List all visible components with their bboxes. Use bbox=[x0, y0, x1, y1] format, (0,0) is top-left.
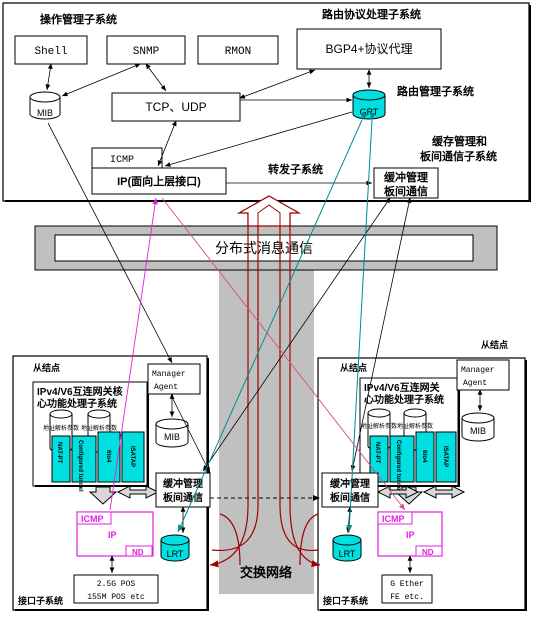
buffer-title-1: 缓存管理和 bbox=[432, 134, 487, 148]
left-manager-2: Agent bbox=[154, 383, 178, 392]
left-card-2: Configured tunnel bbox=[77, 440, 83, 492]
left-card-natpt bbox=[51, 435, 71, 483]
right-ip-stack: ICMP IP ND bbox=[377, 511, 443, 557]
main-board bbox=[2, 2, 530, 202]
right-port-2: FE etc. bbox=[390, 593, 424, 602]
ip-upper-label: IP(面向上层接口) bbox=[117, 174, 201, 188]
routing-proto-title: 路由协议处理子系统 bbox=[322, 7, 421, 21]
tcp-udp-label: TCP、UDP bbox=[145, 100, 206, 114]
left-lrt-label: LRT bbox=[167, 549, 184, 559]
bgp-box bbox=[296, 28, 442, 70]
right-mib-cylinder: MIB bbox=[461, 412, 495, 442]
snmp-box bbox=[106, 35, 186, 65]
left-lrt-cylinder: LRT bbox=[160, 534, 190, 562]
left-ip: IP bbox=[108, 530, 117, 540]
route-mgmt-title: 路由管理子系统 bbox=[397, 84, 474, 98]
buffer-title-2: 板间通信子系统 bbox=[420, 149, 497, 163]
buffer-box-2: 板间通信 bbox=[384, 184, 428, 198]
left-slave-label: 从结点 bbox=[33, 362, 60, 373]
left-card-tunnel bbox=[71, 435, 97, 483]
right-manager-2: Agent bbox=[463, 379, 487, 388]
distributed-msg-label: 分布式消息通信 bbox=[215, 240, 313, 256]
left-card-1: NAT-PT bbox=[56, 442, 62, 464]
right-core-title-2: 心功能处理子系统 bbox=[364, 393, 444, 406]
right-port-box bbox=[381, 574, 433, 604]
grt-cylinder: GRT bbox=[352, 89, 386, 120]
right-lrt-label: LRT bbox=[339, 549, 356, 559]
left-port-1: 2.5G POS bbox=[97, 580, 136, 589]
left-card-4: ISATAP bbox=[129, 446, 135, 467]
right-buf-2: 板间通信 bbox=[330, 491, 370, 504]
forward-title: 转发子系统 bbox=[268, 162, 323, 176]
long-connectors bbox=[47, 112, 412, 533]
left-card-group: NAT-PT Configured tunnel 6to4 ISATAP bbox=[51, 431, 145, 492]
left-iface-title: 接口子系统 bbox=[18, 595, 63, 606]
right-card-isatap bbox=[435, 431, 457, 483]
left-ip-stack: ICMP IP ND bbox=[76, 511, 154, 557]
left-card-3: 6to4 bbox=[105, 450, 111, 463]
right-card-6to4 bbox=[415, 431, 435, 483]
rmon-label: RMON bbox=[225, 46, 251, 58]
left-mib-cylinder: MIB bbox=[155, 418, 189, 448]
right-port-1: G Ether bbox=[390, 580, 424, 589]
left-cyl-1: 地址解析参数 bbox=[43, 424, 79, 432]
right-slave-top: 从结点 bbox=[481, 339, 508, 350]
right-fat-arrow-right bbox=[422, 485, 466, 499]
left-core-title-1: IPv4/V6互连网关核 bbox=[37, 385, 123, 398]
right-lrt-cylinder: LRT bbox=[332, 534, 362, 562]
right-iface-title: 接口子系统 bbox=[323, 595, 368, 606]
left-mib-label: MIB bbox=[164, 432, 180, 442]
left-fat-arrow-down bbox=[88, 486, 118, 505]
grt-label: GRT bbox=[360, 107, 379, 117]
left-buf-1: 缓冲管理 bbox=[162, 477, 203, 490]
right-cyl-2: 地址解析参数 bbox=[397, 422, 433, 430]
buffer-box-1: 缓冲管理 bbox=[384, 170, 428, 184]
right-fat-arrow-left bbox=[376, 485, 420, 499]
left-core-title-2: 心功能处理子系统 bbox=[37, 397, 117, 410]
rmon-box bbox=[197, 35, 279, 65]
right-buf-1: 缓冲管理 bbox=[329, 477, 370, 490]
right-ip: IP bbox=[406, 530, 415, 540]
switch-network-label: 交换网络 bbox=[240, 565, 292, 580]
left-card-6to4 bbox=[97, 431, 121, 483]
left-card-isatap bbox=[121, 431, 145, 483]
right-card-4: ISATAP bbox=[442, 446, 448, 467]
mib-main-label: MIB bbox=[37, 108, 53, 118]
right-slave-label: 从结点 bbox=[340, 362, 367, 373]
buffer-box-main bbox=[373, 167, 439, 199]
snmp-label: SNMP bbox=[133, 46, 160, 58]
shell-label: Shell bbox=[34, 46, 67, 58]
left-buf-2: 板间通信 bbox=[163, 491, 203, 504]
left-nd-box bbox=[125, 545, 153, 557]
right-mib-label: MIB bbox=[470, 426, 486, 436]
switch-network-column bbox=[219, 264, 314, 594]
right-nd-box bbox=[415, 545, 443, 557]
right-cyl-1: 地址解析参数 bbox=[361, 422, 397, 430]
right-manager-1: Manager bbox=[461, 366, 495, 375]
left-port-box bbox=[73, 574, 159, 604]
bgp-label: BGP4+协议代理 bbox=[325, 41, 412, 56]
left-cyl-2: 地址解析参数 bbox=[81, 424, 117, 432]
left-nd: ND bbox=[132, 548, 144, 557]
right-icmp-box bbox=[377, 511, 413, 525]
left-manager-1: Manager bbox=[152, 370, 186, 379]
mib-cylinder-main: MIB bbox=[29, 91, 61, 120]
shell-box bbox=[14, 35, 88, 65]
right-card-1: NAT-PT bbox=[374, 442, 380, 464]
right-card-2: Configured tunnel bbox=[395, 440, 401, 492]
icmp-label: ICMP bbox=[110, 155, 134, 166]
left-icmp-box bbox=[76, 511, 112, 525]
op-mgmt-title: 操作管理子系统 bbox=[40, 12, 117, 26]
right-card-tunnel bbox=[389, 435, 415, 483]
left-icmp: ICMP bbox=[81, 514, 104, 524]
right-icmp: ICMP bbox=[382, 514, 405, 524]
right-core-title-1: IPv4/V6互连网关 bbox=[364, 381, 440, 394]
left-port-2: 155M POS etc bbox=[87, 593, 145, 602]
right-manager-box bbox=[456, 359, 510, 391]
right-card-3: 6to4 bbox=[421, 450, 427, 463]
right-nd: ND bbox=[422, 548, 434, 557]
